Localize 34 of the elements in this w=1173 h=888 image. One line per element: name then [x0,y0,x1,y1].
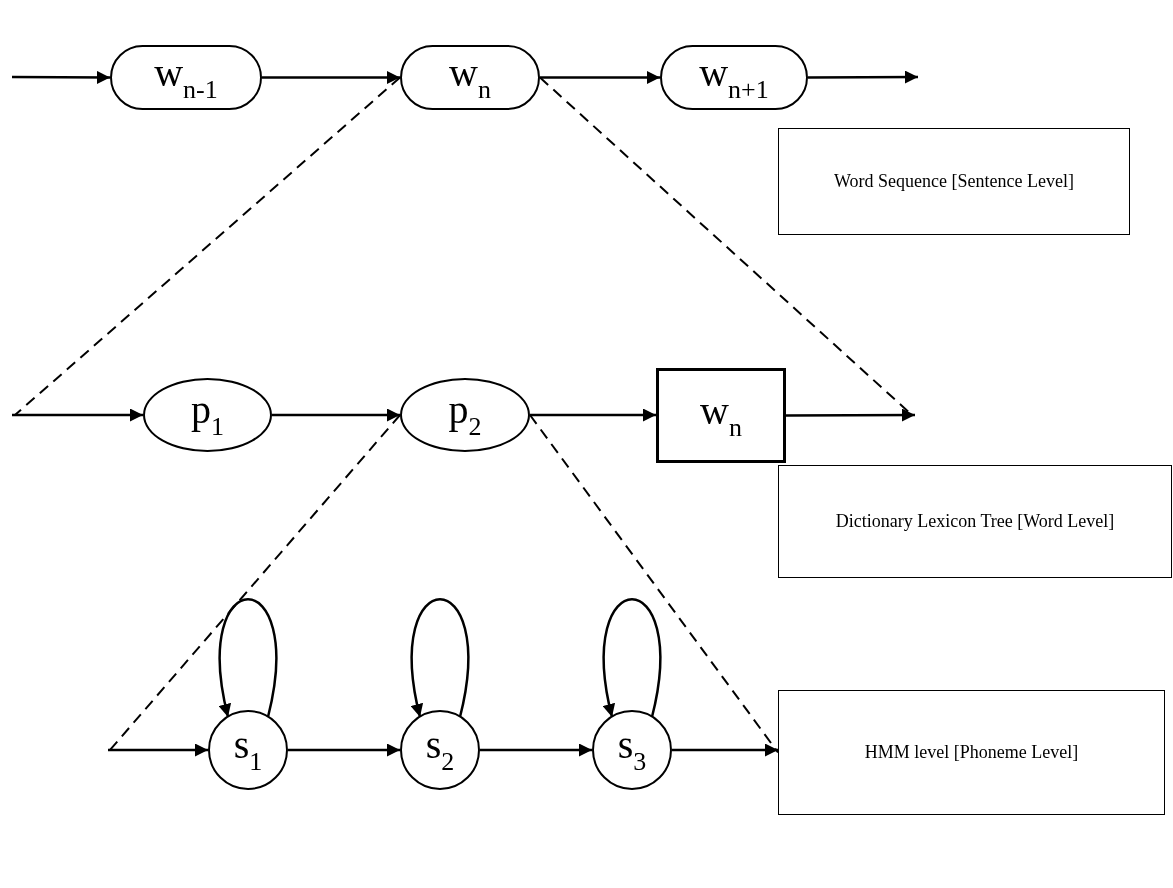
expansion-line [14,76,401,416]
arrow [530,408,656,422]
arrow [262,71,400,84]
arrow [540,71,660,84]
arrow [808,70,918,84]
state-label: p$_{2}$ [448,390,482,440]
state-label: w$_{n}$ [700,390,742,441]
state-label: w$_{n}$ [449,52,491,103]
state-label: p$_{1}$ [191,390,224,440]
level-label-box [778,690,1165,815]
arrow [480,743,592,757]
arrow [288,743,400,757]
state-label: w$_{n+1}$ [699,52,769,103]
arrow [272,408,400,422]
state-label: s$_{3}$ [617,725,647,775]
word-end-box [656,368,786,463]
level-label-box [778,128,1130,235]
arrow [12,70,110,84]
expansion-line [529,414,779,754]
arrow [108,743,208,757]
level-label: Word Sequence [Sentence Level] [834,170,1074,194]
state-label: w$_{n-1}$ [154,52,218,103]
arrow [672,743,778,757]
state-label: s$_{2}$ [425,725,455,775]
level-label: HMM level [Phoneme Level] [864,741,1079,765]
level-label: Dictionary Lexicon Tree [Word Level] [835,510,1115,534]
state-label: s$_{1}$ [233,725,263,775]
self-loop-arrow [410,598,470,718]
expansion-line [109,414,401,751]
self-loop-arrow [602,598,662,718]
self-loop-arrow [218,598,278,718]
arrow [786,408,915,422]
arrow [12,408,143,422]
level-label-box [778,465,1172,578]
